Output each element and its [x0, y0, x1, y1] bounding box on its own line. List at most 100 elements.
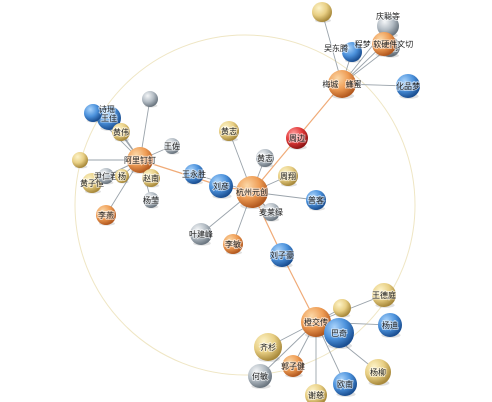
graph-node[interactable]: 黄伟 — [112, 123, 130, 142]
node-sphere[interactable] — [72, 152, 88, 168]
node-sphere[interactable] — [254, 333, 282, 361]
node-sphere[interactable] — [143, 192, 159, 208]
graph-node[interactable]: 黄志 — [256, 149, 274, 168]
node-sphere[interactable] — [84, 104, 102, 122]
node-sphere[interactable] — [396, 74, 420, 98]
node-label: 巴奇 — [331, 328, 347, 338]
graph-node[interactable]: 周翔 — [278, 166, 298, 187]
node-sphere[interactable] — [209, 174, 233, 198]
node-sphere[interactable] — [342, 42, 362, 62]
node-sphere[interactable] — [142, 169, 160, 187]
node-sphere[interactable] — [115, 169, 129, 183]
node-label: 李敏 — [225, 239, 241, 249]
graph-node[interactable]: 谢慈 — [305, 384, 327, 402]
graph-node[interactable]: 巴奇 — [324, 318, 354, 350]
node-sphere[interactable] — [96, 205, 116, 225]
graph-node[interactable]: 诗瑶 — [84, 103, 116, 123]
node-sphere[interactable] — [248, 364, 272, 388]
graph-node[interactable]: 李燕 — [96, 205, 116, 226]
graph-node[interactable]: 郭子健 — [280, 355, 306, 378]
node-sphere[interactable] — [372, 32, 396, 56]
graph-node[interactable] — [142, 91, 158, 108]
node-sphere[interactable] — [256, 149, 274, 167]
graph-node[interactable] — [312, 2, 332, 23]
node-label: 刘子豪 — [270, 250, 294, 260]
node-label: 吴东腾 — [324, 43, 348, 53]
graph-node[interactable]: 周边 — [286, 127, 308, 150]
node-label: 麦莱绿 — [259, 207, 283, 217]
node-sphere[interactable] — [333, 299, 351, 317]
node-sphere[interactable] — [219, 121, 239, 141]
node-label: 王佐 — [164, 141, 180, 151]
graph-node[interactable]: 尹仁君 — [93, 168, 119, 185]
graph-node[interactable]: 欧南 — [333, 372, 357, 397]
node-sphere[interactable] — [333, 372, 357, 396]
node-sphere[interactable] — [223, 234, 243, 254]
graph-node[interactable]: 赵南 — [142, 169, 160, 188]
graph-node[interactable] — [333, 299, 351, 318]
node-sphere[interactable] — [262, 203, 280, 221]
graph-node[interactable]: 麦莱绿 — [258, 203, 284, 222]
node-label: 黄伟 — [113, 127, 129, 137]
graph-node[interactable]: 化品梦 — [395, 74, 421, 99]
node-sphere[interactable] — [270, 243, 294, 267]
graph-node[interactable]: 刘子豪 — [269, 243, 295, 268]
node-sphere[interactable] — [164, 138, 180, 154]
graph-node[interactable]: 程梦 软硬件文切 — [354, 32, 414, 57]
graph-node[interactable]: 杭州元创 — [235, 176, 269, 210]
node-sphere[interactable] — [127, 147, 153, 173]
node-sphere[interactable] — [306, 190, 326, 210]
graph-node[interactable]: 橙交传 — [301, 307, 331, 339]
node-label: 黄志 — [257, 153, 273, 163]
node-label: 杭州元创 — [236, 187, 268, 197]
node-label: 橙交传 — [304, 317, 328, 327]
node-sphere[interactable] — [328, 70, 356, 98]
graph-node[interactable]: 王永胜 — [181, 164, 207, 185]
node-sphere[interactable] — [324, 318, 354, 348]
node-label: 黄志 — [221, 126, 237, 136]
graph-node[interactable] — [72, 152, 88, 169]
node-sphere[interactable] — [286, 127, 308, 149]
node-sphere[interactable] — [278, 166, 298, 186]
node-sphere[interactable] — [365, 359, 391, 385]
graph-node[interactable]: 杨迪 — [378, 313, 402, 338]
node-sphere[interactable] — [112, 123, 130, 141]
node-sphere[interactable] — [82, 173, 102, 193]
node-sphere[interactable] — [142, 91, 158, 107]
node-sphere[interactable] — [98, 168, 114, 184]
node-label: 王佳 — [101, 113, 117, 123]
graph-node[interactable]: 叶建峰 — [188, 223, 214, 246]
node-sphere[interactable] — [377, 15, 399, 37]
graph-node[interactable]: 王德庭 — [371, 283, 397, 308]
layout-ring — [74, 34, 416, 376]
node-sphere[interactable] — [236, 176, 268, 208]
graph-node[interactable]: 杨 — [115, 169, 129, 184]
graph-node[interactable]: 齐杉 — [254, 333, 282, 362]
node-label: 谢慈 — [308, 390, 324, 400]
graph-node[interactable]: 黄子恒 — [79, 173, 105, 194]
graph-node[interactable]: 黄志 — [219, 121, 239, 142]
graph-node[interactable]: 杨柳 — [365, 359, 391, 386]
graph-node[interactable]: 吴东腾 — [323, 42, 362, 63]
node-label: 庆聪等 — [376, 11, 400, 21]
graph-node[interactable]: 李敏 — [223, 234, 243, 255]
graph-node[interactable]: 王佐 — [163, 138, 181, 155]
node-sphere[interactable] — [378, 313, 402, 337]
graph-node[interactable]: 刘彦 — [209, 174, 233, 199]
node-sphere[interactable] — [97, 106, 121, 130]
edge-n5-n1 — [139, 159, 222, 187]
node-label: 杨柳 — [370, 367, 386, 377]
node-label: 齐杉 — [260, 342, 276, 352]
node-sphere[interactable] — [190, 223, 212, 245]
node-sphere[interactable] — [305, 384, 327, 402]
graph-node[interactable]: 杨莹 — [142, 192, 160, 209]
graph-node[interactable]: 梅城ㅤ蜂蜜 — [321, 70, 363, 99]
graph-node[interactable]: 阿里钉钉 — [123, 147, 157, 174]
node-sphere[interactable] — [184, 164, 204, 184]
graph-node[interactable]: 普客 — [306, 190, 326, 211]
node-sphere[interactable] — [372, 283, 396, 307]
node-sphere[interactable] — [301, 307, 331, 337]
node-sphere[interactable] — [312, 2, 332, 22]
node-sphere[interactable] — [282, 355, 304, 377]
graph-node[interactable]: 何敏 — [248, 364, 272, 389]
